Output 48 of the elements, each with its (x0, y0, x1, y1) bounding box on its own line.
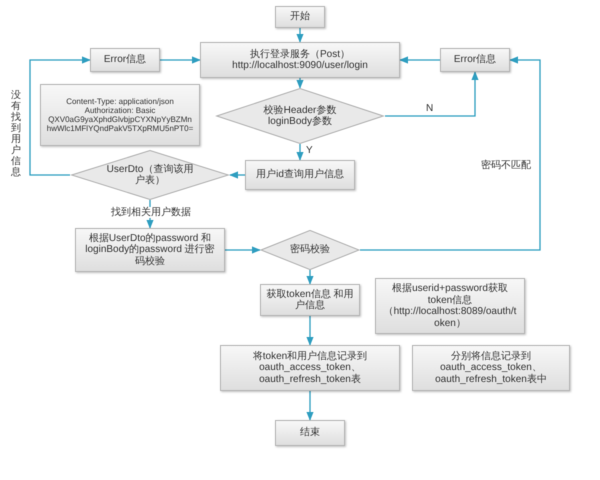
edge-label: N (425, 103, 434, 114)
node-text: 用户id查询用户信息 (256, 169, 344, 181)
start-terminal (275, 6, 325, 28)
arrow (229, 171, 245, 179)
node-text: 执行登录服务（Post） http://localhost:9090/user/login (231, 48, 369, 72)
arrow (296, 78, 304, 89)
note-box (412, 345, 570, 391)
decision-diamond (70, 150, 230, 200)
edge-label: Y (305, 145, 314, 156)
arrow (385, 71, 479, 117)
node-text: 根据userid+password获取token信息（http://localhost:8089/oauth/token） (382, 283, 518, 329)
arrow (306, 316, 314, 346)
node-text: 分别将信息记录到 oauth_access_token、oauth_refresh_token表中 (434, 350, 548, 386)
edge-label: 密码不匹配 (480, 160, 532, 171)
node-text: 根据UserDto的password 和loginBody的password 进行密码校验 (84, 232, 216, 268)
node-text: Error信息 (454, 54, 496, 66)
arrow (296, 28, 304, 43)
node-text: UserDto（查询该用户表） (106, 164, 194, 186)
process-box (245, 160, 355, 190)
error-box (90, 48, 160, 72)
process-box (200, 42, 400, 78)
arrow (306, 391, 314, 421)
arrow (296, 144, 304, 161)
node-text: 将token和用户信息记录到 oauth_access_token、oauth_refresh_token表 (252, 350, 368, 386)
end-terminal (275, 420, 345, 446)
node-text: Content-Type: application/json Authorization: Basic QXV0aG9yaXphdGlvbjpCYXNpYyBZMnhwWlc1MFlYQndPakV5TXpRMU5nPT0= (46, 96, 194, 134)
arrow (399, 56, 440, 64)
node-text: 结束 (300, 427, 320, 439)
edge-label: 找到相关用户数据 (110, 207, 192, 218)
node-text: 密码校验 (290, 244, 330, 256)
decision-diamond (260, 230, 360, 270)
arrow (29, 56, 91, 176)
edge-label: 没有找到用户信息 (10, 90, 22, 178)
arrow (160, 56, 201, 64)
decision-diamond (215, 88, 385, 144)
node-text: 校验Header参数 loginBody参数 (262, 104, 338, 128)
node-text: 获取token信息 和用户信息 (266, 288, 354, 312)
process-box (260, 284, 360, 316)
node-text: 开始 (290, 11, 310, 23)
arrow (306, 270, 314, 285)
note-box (375, 278, 525, 334)
process-box (220, 345, 400, 391)
note-box (40, 84, 200, 146)
arrow (225, 246, 261, 254)
error-box (440, 48, 510, 72)
node-text: Error信息 (104, 54, 146, 66)
process-box (75, 228, 225, 272)
arrow (360, 56, 541, 251)
